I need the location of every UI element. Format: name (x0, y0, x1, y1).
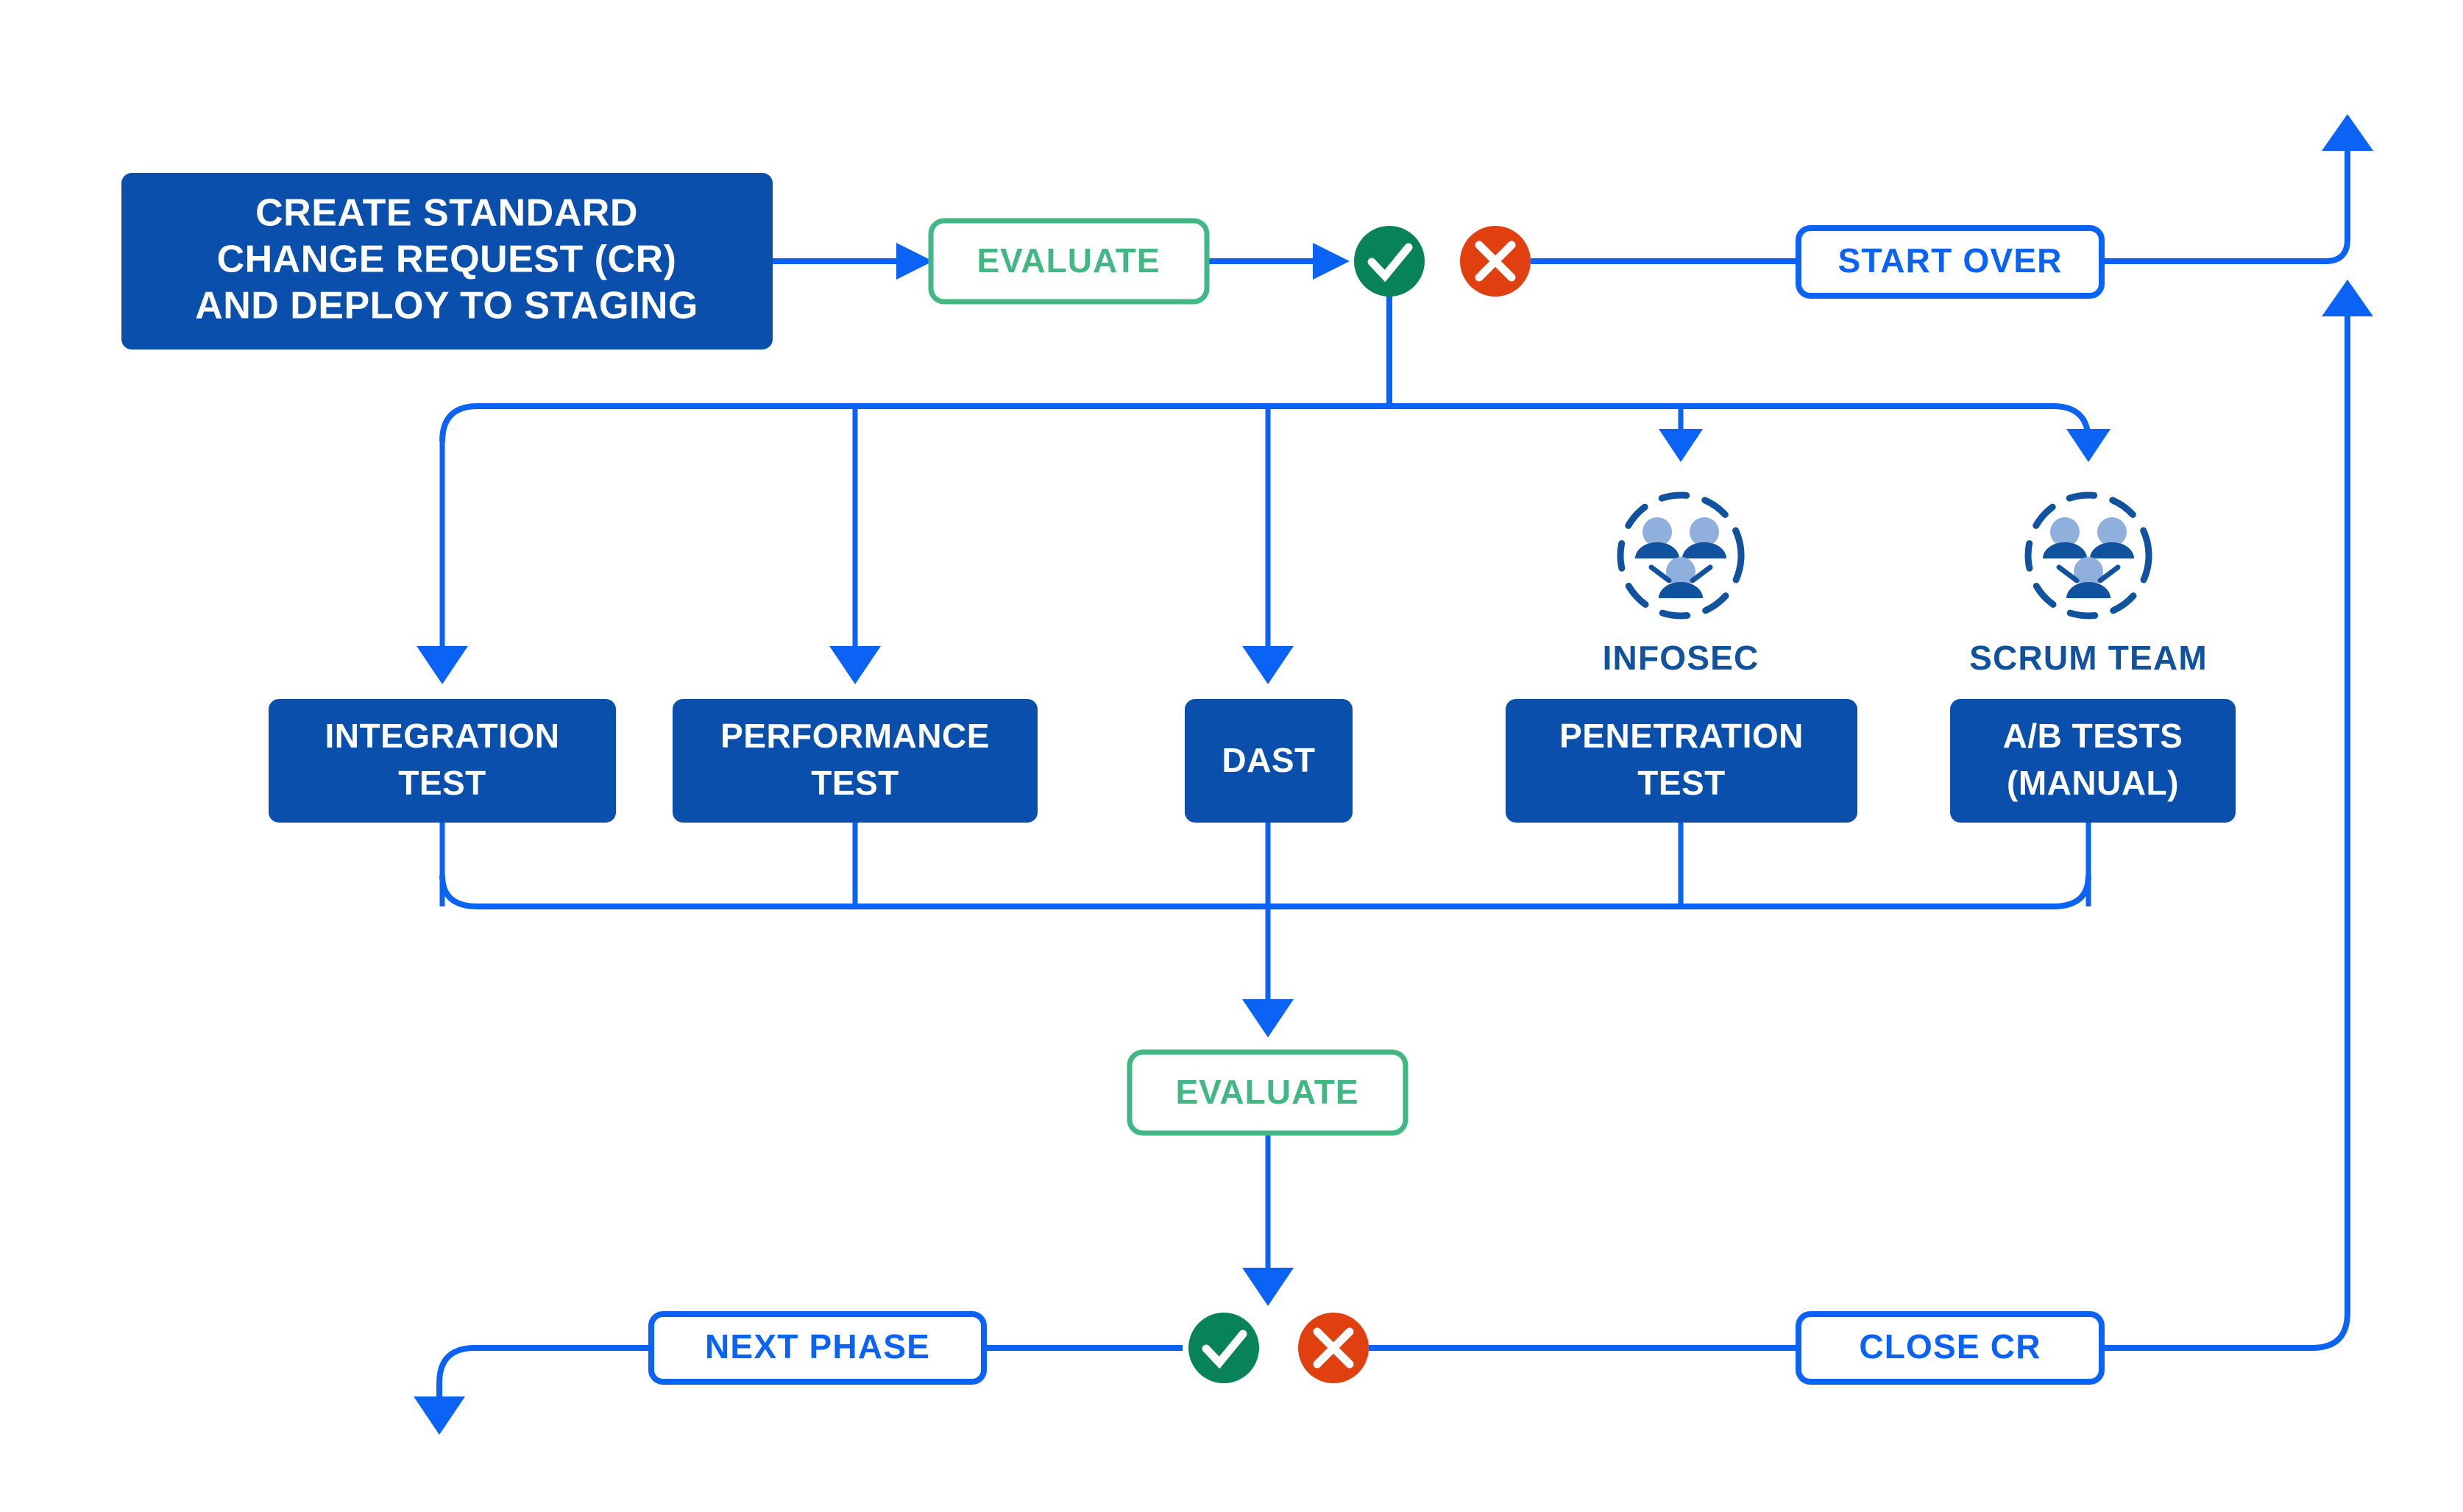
decision-bottom-reject[interactable] (1298, 1313, 1369, 1383)
decision-top-approve[interactable] (1354, 226, 1425, 297)
performance-test-line-2: TEST (811, 764, 899, 802)
evaluate-bottom-label: EVALUATE (1175, 1073, 1358, 1111)
evaluate-bottom-box[interactable] (1127, 1049, 1408, 1136)
ab-tests-box[interactable] (1950, 699, 2236, 823)
edge-fanout-to-dast (1242, 406, 1294, 684)
node-evaluate-bottom[interactable]: EVALUATE (1127, 1049, 1408, 1136)
infosec-label: INFOSEC (1603, 639, 1759, 677)
start-over-box[interactable] (1796, 225, 2105, 299)
edge-evaluate2-to-decision (1242, 1133, 1294, 1306)
check-circle-icon[interactable] (1188, 1313, 1259, 1383)
cross-glyph (1475, 241, 1516, 282)
role-scrum-team[interactable]: SCRUM TEAM (1969, 491, 2208, 677)
create-cr-box[interactable] (121, 173, 773, 349)
integration-test-box[interactable] (269, 699, 616, 823)
close-cr-box[interactable] (1796, 1311, 2105, 1385)
dast-label: DAST (1222, 741, 1315, 779)
scrum-team-label: SCRUM TEAM (1969, 639, 2208, 677)
edge-merge-to-evaluate2 (1242, 906, 1294, 1037)
penetration-test-line-2: TEST (1637, 764, 1726, 802)
node-integration-test[interactable]: INTEGRATION TEST (269, 699, 616, 823)
penetration-test-line-1: PENETRATION (1559, 717, 1804, 755)
start-over-label: START OVER (1837, 241, 2062, 280)
performance-test-line-1: PERFORMANCE (720, 717, 990, 755)
edge-evaluate1-to-decision (1207, 243, 1350, 280)
close-cr-label: CLOSE CR (1859, 1327, 2041, 1366)
create-cr-line-1: CREATE STANDARD (255, 192, 638, 235)
edge-fanout-to-performance (829, 406, 881, 684)
node-evaluate-top[interactable]: EVALUATE (928, 218, 1210, 305)
dast-box[interactable] (1185, 699, 1353, 823)
integration-test-line-1: INTEGRATION (325, 717, 560, 755)
next-phase-box[interactable] (648, 1311, 987, 1385)
penetration-test-box[interactable] (1506, 699, 1857, 823)
role-infosec[interactable]: INFOSEC (1603, 491, 1759, 677)
performance-test-box[interactable] (673, 699, 1038, 823)
check-glyph (1202, 1330, 1247, 1369)
edge-closecr-loopback (2102, 280, 2373, 1351)
create-cr-line-2: CHANGE REQUEST (CR) (217, 238, 677, 281)
tests-merge-bar (439, 823, 2091, 909)
evaluate-top-label: EVALUATE (977, 241, 1160, 280)
create-cr-line-3: AND DEPLOY TO STAGING (195, 285, 698, 327)
node-start-over[interactable]: START OVER (1796, 225, 2105, 299)
ab-tests-line-1: A/B TESTS (2003, 717, 2183, 755)
node-ab-tests[interactable]: A/B TESTS (MANUAL) (1950, 699, 2236, 823)
evaluate-top-box[interactable] (928, 218, 1210, 305)
decision-top-reject[interactable] (1460, 226, 1531, 297)
decision-bottom-approve[interactable] (1188, 1313, 1259, 1383)
edge-nextphase-exit (414, 1345, 651, 1435)
node-close-cr[interactable]: CLOSE CR (1796, 1311, 2105, 1385)
edge-fanout-to-scrum (2066, 429, 2111, 462)
integration-test-line-2: TEST (398, 764, 486, 802)
node-create-change-request[interactable]: CREATE STANDARD CHANGE REQUEST (CR) AND … (121, 173, 773, 349)
node-performance-test[interactable]: PERFORMANCE TEST (673, 699, 1038, 823)
group-of-people-icon (1617, 491, 1745, 620)
node-next-phase[interactable]: NEXT PHASE (648, 1311, 987, 1385)
edge-fanout-to-infosec (1659, 406, 1703, 462)
node-penetration-test[interactable]: PENETRATION TEST (1506, 699, 1857, 823)
edge-fanout-to-integration (417, 439, 468, 684)
connector-layer (414, 114, 2373, 1435)
next-phase-label: NEXT PHASE (705, 1327, 930, 1366)
node-dast[interactable]: DAST (1185, 699, 1353, 823)
ab-tests-line-2: (MANUAL) (2007, 764, 2179, 802)
edge-start-to-evaluate1 (773, 243, 933, 280)
group-of-people-icon (2024, 491, 2152, 620)
cross-glyph (1313, 1327, 1354, 1369)
check-circle-icon[interactable] (1354, 226, 1425, 297)
edge-startover-loopback-top (2102, 114, 2373, 264)
check-glyph (1367, 243, 1413, 283)
